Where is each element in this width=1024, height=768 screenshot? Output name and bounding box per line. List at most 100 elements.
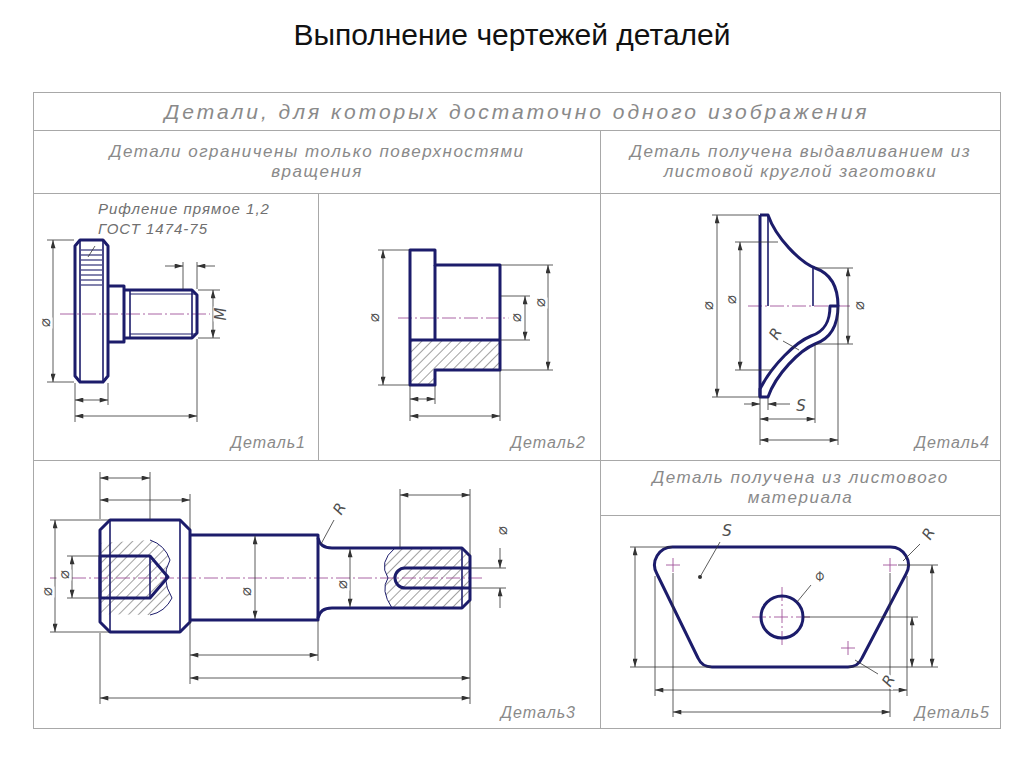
part-name: Деталь4 bbox=[915, 434, 990, 452]
detail-5-drawing-part bbox=[630, 547, 672, 548]
part-name: Деталь2 bbox=[511, 434, 586, 452]
dimension-symbol: ⌀ bbox=[239, 586, 254, 597]
detail-5-drawing-part bbox=[848, 641, 849, 655]
detail-3-drawing-part bbox=[149, 556, 151, 598]
detail-5-drawing-part bbox=[890, 558, 891, 572]
header-text: Детали ограничены только поверхностями в… bbox=[89, 142, 545, 183]
detail-1-drawing-part-part bbox=[81, 269, 102, 270]
detail-3-drawing-part bbox=[109, 520, 111, 632]
detail-2-drawing-part bbox=[410, 340, 500, 385]
detail-1-drawing-part bbox=[79, 240, 81, 382]
detail-1-drawing-part bbox=[60, 314, 210, 315]
detail-1-drawing-part-part bbox=[81, 254, 102, 255]
category-header: Деталь получена из листового материала bbox=[600, 460, 1001, 516]
detail-3-drawing-part bbox=[50, 520, 109, 521]
dimension-symbol: ⌀ bbox=[38, 317, 53, 328]
detail-1-drawing-part bbox=[81, 250, 102, 285]
detail-2-drawing-part bbox=[383, 250, 384, 385]
detail-3-drawing-part bbox=[384, 548, 395, 608]
detail-1-drawing-part bbox=[124, 290, 197, 338]
detail-1-drawing-part bbox=[47, 240, 74, 241]
detail-5-drawing-part bbox=[804, 617, 918, 618]
detail-1-drawing-part-part bbox=[81, 259, 102, 260]
detail-3-drawing-part bbox=[190, 535, 318, 620]
drawing-cell: Деталь3 bbox=[33, 460, 601, 729]
dimension-symbol: ⌀ bbox=[57, 569, 72, 580]
detail-3-drawing-part bbox=[350, 549, 351, 607]
detail-1-drawing-part bbox=[129, 290, 131, 338]
detail-1-drawing-part bbox=[108, 383, 109, 405]
detail-3-drawing-part bbox=[190, 494, 191, 529]
part-name: Деталь1 bbox=[231, 434, 306, 452]
detail-2-drawing-part bbox=[410, 339, 500, 342]
detail-1-drawing-part bbox=[75, 400, 108, 401]
detail-3-drawing-part bbox=[72, 556, 73, 598]
detail-4-drawing-part bbox=[816, 268, 853, 269]
detail-2-drawing bbox=[378, 250, 553, 421]
detail-4-drawing-part bbox=[816, 344, 853, 345]
detail-1-drawing-part bbox=[198, 338, 220, 339]
detail-3-drawing-part bbox=[461, 548, 463, 608]
detail-1-drawing-part bbox=[53, 240, 54, 382]
detail-5-drawing-part bbox=[700, 542, 720, 577]
detail-3-drawing-part bbox=[55, 520, 56, 632]
dimension-symbol: R bbox=[766, 325, 785, 343]
detail-3-drawing-part bbox=[500, 548, 501, 568]
detail-3-drawing-part bbox=[190, 655, 318, 656]
detail-5-drawing-part bbox=[655, 690, 907, 691]
detail-2-drawing-part bbox=[525, 296, 526, 340]
detail-4-drawing-part bbox=[735, 242, 778, 243]
dimension-symbol: ⌀ bbox=[367, 312, 382, 323]
detail-4-drawing-part bbox=[767, 215, 769, 306]
detail-5-drawing bbox=[630, 542, 938, 717]
table-header: Детали, для которых достаточно одного из… bbox=[33, 92, 1001, 131]
dimension-symbol: ⌀ bbox=[852, 300, 867, 311]
detail-1-drawing-part bbox=[130, 294, 197, 295]
detail-3-drawing-part bbox=[100, 478, 150, 479]
detail-3-drawing-part bbox=[50, 632, 109, 633]
detail-1-drawing-part-part bbox=[81, 264, 102, 265]
detail-2-drawing-part bbox=[398, 318, 512, 319]
detail-3-drawing-part bbox=[190, 678, 470, 679]
dimension-symbol: ⌀ bbox=[40, 586, 55, 597]
detail-5-drawing-part bbox=[932, 565, 933, 667]
drawing-cell: Деталь5 bbox=[600, 515, 1001, 729]
dimension-symbol: ⌀ bbox=[335, 579, 350, 590]
detail-3-drawing-part bbox=[100, 520, 190, 632]
dimension-symbol: ⌀ bbox=[495, 525, 510, 536]
header-text: Детали, для которых достаточно одного из… bbox=[164, 100, 869, 124]
detail-1-drawing-part bbox=[197, 266, 215, 267]
detail-3-drawing-part bbox=[100, 633, 101, 704]
detail-2-drawing-part bbox=[501, 370, 553, 371]
detail-4-drawing-part bbox=[838, 307, 839, 445]
detail-2-drawing-part bbox=[501, 265, 553, 266]
dimension-symbol: ⌀ bbox=[810, 567, 828, 585]
detail-1-drawing-part bbox=[197, 339, 198, 422]
detail-4-drawing-part bbox=[760, 440, 838, 441]
detail-2-drawing-part bbox=[548, 265, 549, 370]
detail-1-drawing-part bbox=[130, 334, 197, 335]
detail-5-drawing-part bbox=[912, 617, 913, 667]
detail-2-drawing-part bbox=[501, 340, 530, 341]
dimension-symbol: M bbox=[214, 307, 229, 322]
detail-1-drawing-part bbox=[102, 240, 104, 382]
drawing-cell: Деталь2 bbox=[318, 193, 601, 461]
dimension-symbol: R bbox=[330, 500, 349, 518]
detail-1-drawing-part-part bbox=[81, 279, 102, 280]
detail-5-drawing-part bbox=[630, 667, 711, 668]
detail-3-drawing-part bbox=[100, 556, 168, 598]
drawing-cell: Деталь4 bbox=[600, 193, 1001, 461]
detail-4-drawing-part bbox=[783, 341, 799, 350]
detail-5-drawing-part bbox=[635, 547, 636, 667]
dimension-symbol: ⌀ bbox=[724, 294, 739, 305]
detail-3-drawing-part bbox=[471, 588, 506, 589]
detail-3-drawing bbox=[50, 472, 506, 704]
dimension-symbol: ⌀ bbox=[701, 300, 716, 311]
detail-3-drawing-part bbox=[470, 601, 471, 704]
detail-3-drawing-part bbox=[100, 500, 190, 501]
detail-2-drawing-part bbox=[501, 296, 530, 297]
detail-1-drawing-part-part bbox=[81, 249, 102, 250]
detail-2-drawing-part bbox=[410, 250, 500, 385]
detail-3-drawing-part bbox=[470, 489, 471, 555]
dimension-symbol: S bbox=[721, 524, 733, 539]
